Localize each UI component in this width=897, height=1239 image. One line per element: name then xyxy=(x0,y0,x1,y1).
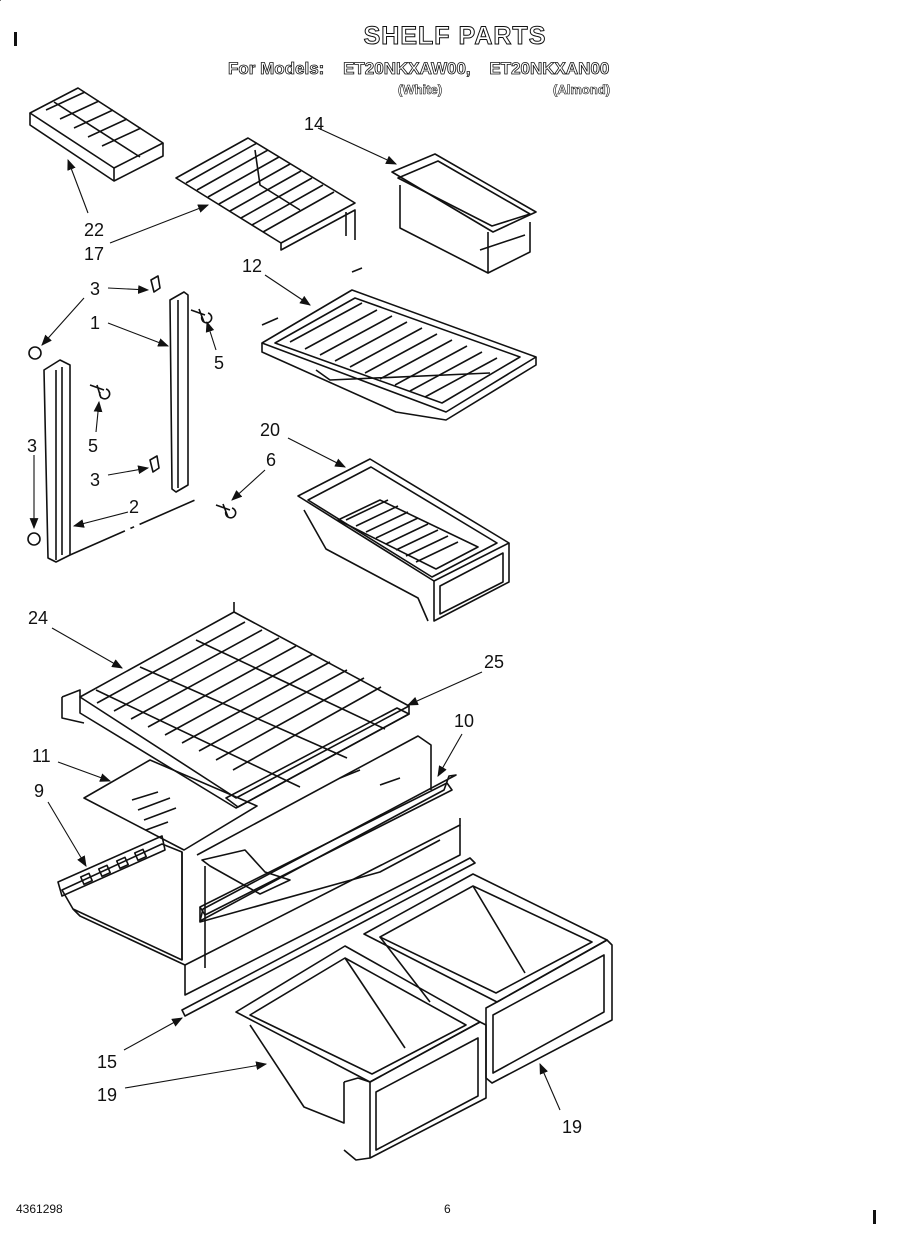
callout-3: 3 xyxy=(90,279,101,299)
callout-22: 22 xyxy=(84,220,105,240)
callout-5: 5 xyxy=(214,353,225,373)
callout-24: 24 xyxy=(28,608,49,628)
crisper-frame-part xyxy=(57,735,461,996)
callout-2: 2 xyxy=(129,497,140,517)
document-number: 4361298 xyxy=(16,1202,63,1216)
callout-20: 20 xyxy=(260,420,281,440)
callout-9: 9 xyxy=(34,781,45,801)
callout-3-left: 3 xyxy=(27,436,38,456)
variant-white: (White) xyxy=(398,82,443,98)
callout-19-right: 19 xyxy=(562,1117,583,1137)
page-number: 6 xyxy=(444,1202,451,1216)
callout-25: 25 xyxy=(484,652,505,672)
callout-12: 12 xyxy=(242,256,263,276)
callout-5-lower: 5 xyxy=(88,436,99,456)
callout-11: 11 xyxy=(32,746,51,766)
variant-almond: (Almond) xyxy=(553,82,611,98)
models-label: For Models: xyxy=(228,59,325,79)
page-title: SHELF PARTS xyxy=(363,22,547,51)
callout-14: 14 xyxy=(304,114,325,134)
glass-cover-part xyxy=(83,759,258,851)
model-almond: ET20NKXAN00 xyxy=(489,59,610,79)
shelf-rail-parts xyxy=(43,291,196,563)
callout-17: 17 xyxy=(84,244,105,264)
callout-19: 19 xyxy=(97,1085,118,1105)
crisper-drawer-right-part xyxy=(363,873,613,1084)
bottom-rail-part xyxy=(181,857,476,1017)
model-white: ET20NKXAW00, xyxy=(343,59,471,79)
ice-cube-tray-part xyxy=(29,87,164,182)
callout-10: 10 xyxy=(454,711,475,731)
cover-rail-part xyxy=(225,707,410,808)
registration-mark-bottom xyxy=(873,1210,876,1224)
small-wire-shelf-part xyxy=(175,137,356,251)
door-bin-part xyxy=(391,153,537,274)
leader-arrows xyxy=(29,127,561,1111)
rear-rail-part xyxy=(199,774,457,922)
callout-3-lower: 3 xyxy=(90,470,101,490)
callout-15: 15 xyxy=(97,1052,118,1072)
callout-1: 1 xyxy=(90,313,101,333)
models-line: For Models: ET20NKXAW00, ET20NKXAN00 xyxy=(228,59,623,79)
meat-pan-part xyxy=(297,458,510,622)
large-wire-shelf-part xyxy=(61,602,410,809)
callout-6: 6 xyxy=(266,450,277,470)
registration-mark-top xyxy=(14,32,17,46)
slide-out-shelf-part xyxy=(0,0,537,421)
